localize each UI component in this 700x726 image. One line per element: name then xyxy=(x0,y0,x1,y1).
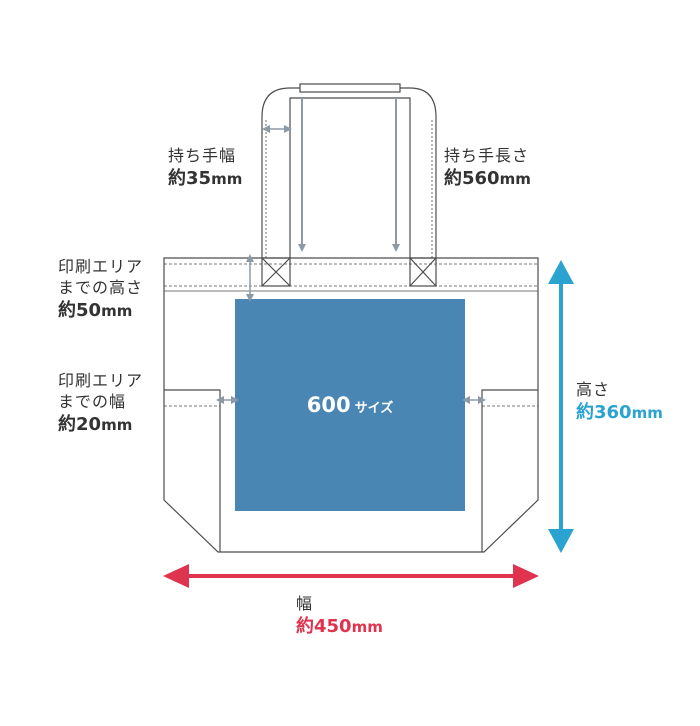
print-size-suffix: サイズ xyxy=(354,401,394,416)
handle-width-unit: mm xyxy=(211,169,243,188)
print-size-number: 600 xyxy=(306,393,351,417)
bag-height-title: 高さ xyxy=(576,380,611,399)
handle-length-title: 持ち手長さ xyxy=(444,146,530,165)
bag-height-unit: mm xyxy=(631,403,663,422)
bag-width-value: 約450 xyxy=(296,615,352,637)
print-height-gap-unit: mm xyxy=(101,301,133,320)
print-height-gap-label: 印刷エリア までの高さ 約50mm xyxy=(58,257,143,322)
print-width-gap-unit: mm xyxy=(101,415,133,434)
bag-height-label: 高さ 約360mm xyxy=(576,380,663,424)
bag-height-value: 約360 xyxy=(576,401,632,423)
handle-length-unit: mm xyxy=(499,169,531,188)
handle xyxy=(261,83,437,258)
bag-width-title: 幅 xyxy=(296,594,314,613)
print-height-gap-value: 約50 xyxy=(58,299,102,321)
print-width-gap-line2: までの幅 xyxy=(58,391,127,411)
bag-width-label: 幅 約450mm xyxy=(296,594,383,638)
handle-width-label: 持ち手幅 約35mm xyxy=(168,146,242,190)
print-height-gap-line2: までの高さ xyxy=(58,277,144,297)
print-area xyxy=(235,299,465,511)
bag-width-unit: mm xyxy=(351,617,383,636)
handle-length-arrows xyxy=(298,98,400,252)
handle-width-title: 持ち手幅 xyxy=(168,146,237,165)
print-width-gap-line1: 印刷エリア xyxy=(58,371,144,390)
print-width-gap-value: 約20 xyxy=(58,413,102,435)
print-height-gap-line1: 印刷エリア xyxy=(58,257,144,276)
handle-length-label: 持ち手長さ 約560mm xyxy=(444,146,531,190)
handle-width-value: 約35 xyxy=(168,167,212,189)
handle-length-value: 約560 xyxy=(444,167,500,189)
width-arrow xyxy=(163,564,539,588)
print-width-gap-label: 印刷エリア までの幅 約20mm xyxy=(58,371,143,436)
height-arrow xyxy=(548,260,574,553)
